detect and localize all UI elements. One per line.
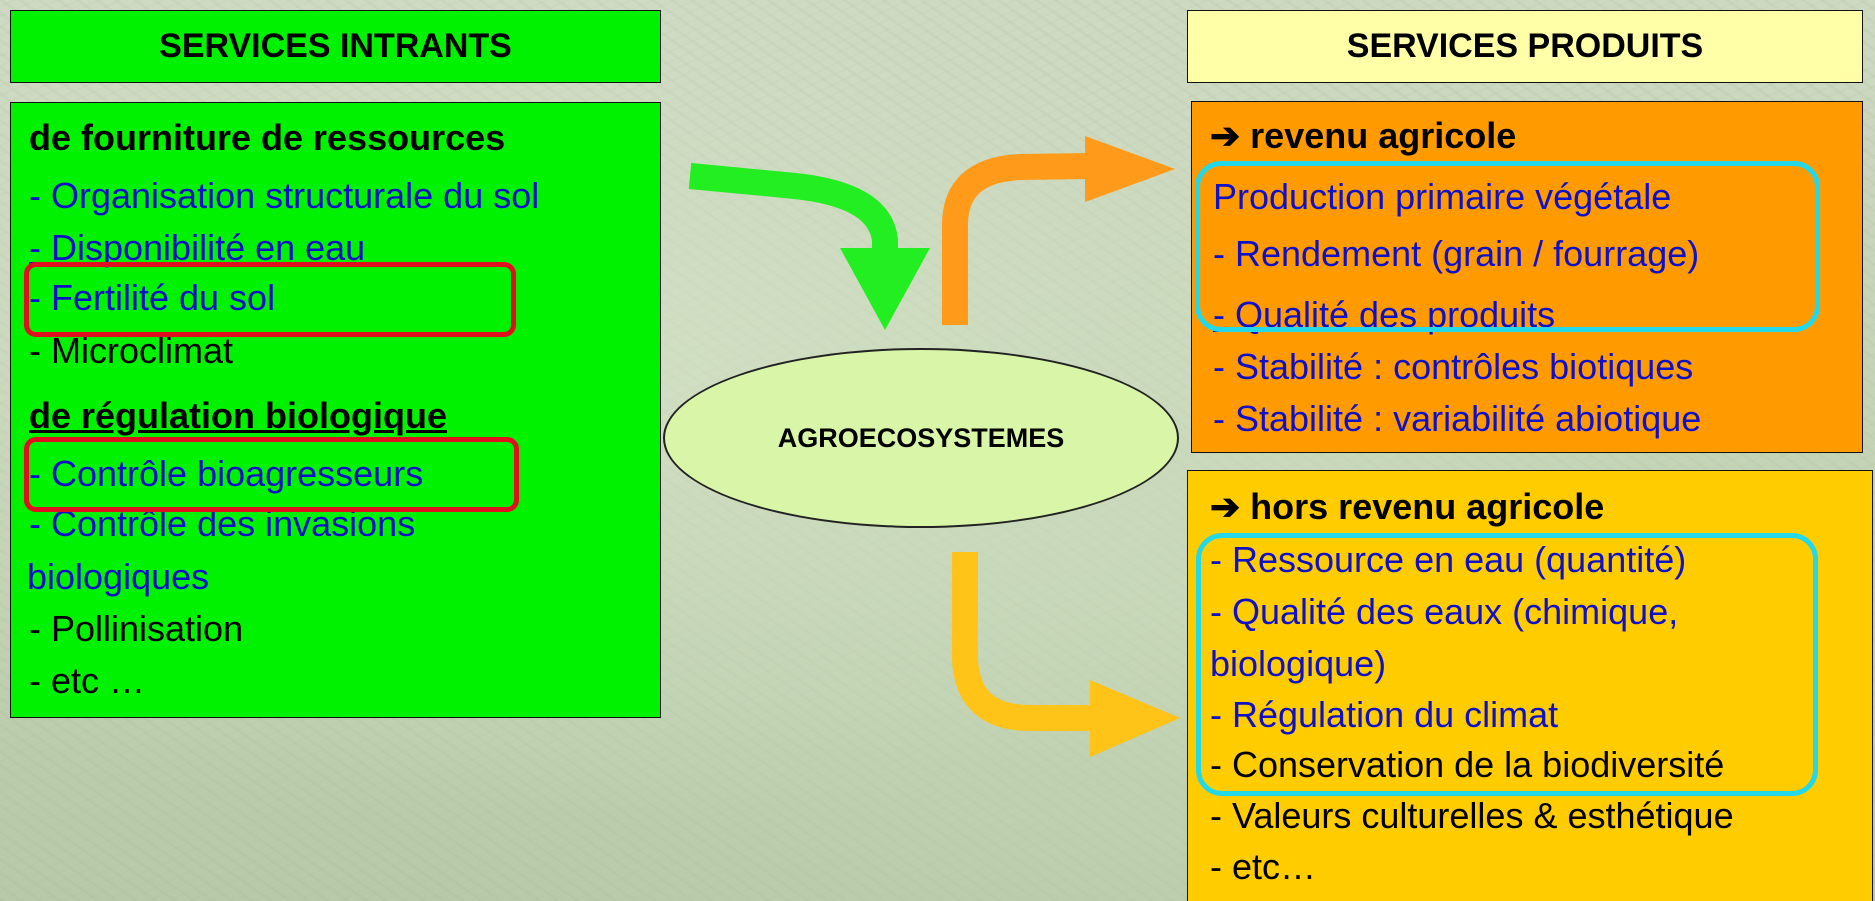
green-arrow-head: [840, 248, 930, 330]
non-income-water-quality-line2: biologique): [1210, 643, 1387, 684]
non-income-water-quality-line1: - Qualité des eaux (chimique,: [1210, 591, 1679, 632]
item-pollination: - Pollinisation: [29, 608, 244, 649]
inputs-panel: de fourniture de ressources - Organisati…: [10, 102, 661, 718]
income-primary-production: Production primaire végétale: [1213, 176, 1672, 217]
orange-arrow-head: [1085, 136, 1175, 202]
income-panel: ➔ revenu agricole Production primaire vé…: [1191, 101, 1863, 453]
income-yield: - Rendement (grain / fourrage): [1213, 233, 1700, 274]
item-pest-control: - Contrôle bioagresseurs: [29, 453, 424, 494]
item-water-availability: - Disponibilité en eau: [29, 227, 366, 268]
highlight-soil-fertility: [24, 262, 516, 337]
agroecosystem-label: AGROECOSYSTEMES: [777, 422, 1065, 453]
non-income-title: ➔ hors revenu agricole: [1210, 486, 1605, 527]
non-income-climate-regulation: - Régulation du climat: [1210, 694, 1559, 735]
income-product-quality: - Qualité des produits: [1213, 294, 1556, 335]
resources-title: de fourniture de ressources: [29, 117, 506, 158]
item-etc: - etc …: [29, 660, 146, 701]
inputs-header: SERVICES INTRANTS: [10, 10, 661, 83]
non-income-cultural-values: - Valeurs culturelles & esthétique: [1210, 795, 1734, 836]
orange-arrow: [942, 153, 1091, 325]
non-income-biodiversity: - Conservation de la biodiversité: [1210, 744, 1725, 785]
non-income-water-quantity: - Ressource en eau (quantité): [1210, 539, 1687, 580]
agroecosystem-node: AGROECOSYSTEMES: [663, 348, 1179, 528]
regulation-title: de régulation biologique: [29, 395, 447, 436]
income-title: ➔ revenu agricole: [1210, 115, 1517, 156]
inputs-header-label: SERVICES INTRANTS: [159, 27, 512, 65]
item-microclimate: - Microclimat: [29, 330, 233, 371]
yellow-arrow-head: [1090, 680, 1180, 757]
item-soil-fertility: - Fertilité du sol: [29, 277, 276, 318]
non-income-etc: - etc…: [1210, 846, 1317, 887]
highlight-non-income-group: [1196, 533, 1818, 796]
item-invasions-line2: biologiques: [27, 556, 210, 597]
income-biotic-stability: - Stabilité : contrôles biotiques: [1213, 346, 1694, 387]
highlight-pest-control: [24, 437, 519, 512]
outputs-header: SERVICES PRODUITS: [1187, 10, 1863, 83]
item-soil-structure: - Organisation structurale du sol: [29, 175, 540, 216]
non-income-panel: ➔ hors revenu agricole - Ressource en ea…: [1187, 470, 1873, 901]
income-abiotic-stability: - Stabilité : variabilité abiotique: [1213, 398, 1702, 439]
yellow-arrow: [952, 552, 1095, 731]
highlight-income-group: [1195, 161, 1820, 332]
outputs-header-label: SERVICES PRODUITS: [1346, 27, 1704, 65]
green-arrow: [688, 163, 898, 255]
